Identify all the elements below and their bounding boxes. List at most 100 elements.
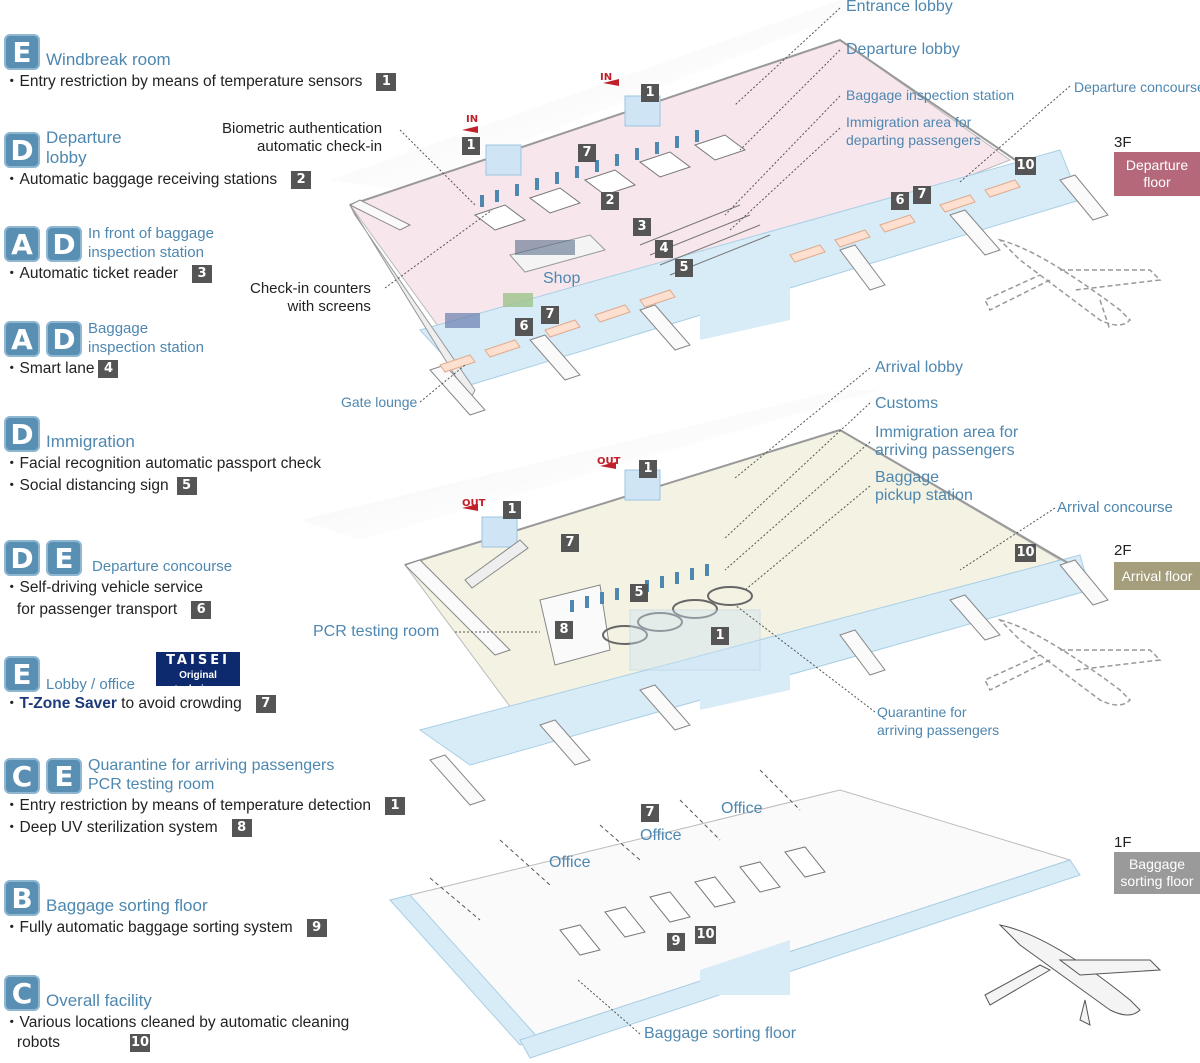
label-quarantine-arriving: Quarantine for arriving passengers — [877, 704, 1000, 738]
marker-1: 1 — [711, 627, 729, 645]
marker-7: 7 — [641, 804, 659, 822]
marker-10: 10 — [695, 926, 716, 944]
badge-e-icon: E — [4, 656, 40, 692]
badge-c-icon: C — [4, 975, 40, 1011]
label-arrival-concourse: Arrival concourse — [1057, 499, 1173, 516]
marker-10: 10 — [1015, 157, 1036, 175]
badge-a-icon: A — [4, 226, 40, 262]
marker-7: 7 — [578, 144, 596, 162]
marker-10: 10 — [1015, 544, 1036, 562]
legend-title: In front of baggage inspection station — [88, 225, 214, 261]
label-pcr-testing-room: PCR testing room — [313, 623, 440, 640]
label-entrance-lobby: Entrance lobby — [846, 0, 953, 15]
badge-e-icon: E — [46, 540, 82, 576]
legend-title: Departure concourse — [92, 558, 233, 575]
badge-d-icon: D — [4, 132, 40, 168]
legend-overall-facility: C Overall facility ・Various locations cle… — [4, 975, 349, 1053]
legend-item: ・Entry restriction by means of temperatu… — [4, 72, 397, 92]
marker-4: 4 — [655, 240, 673, 258]
marker-5: 5 — [675, 259, 693, 277]
badge-b-icon: B — [4, 880, 40, 916]
floor-name-arrival: Arrival floor — [1114, 562, 1200, 590]
label-out: OUT — [462, 498, 486, 509]
legend-immigration: D Immigration ・Facial recognition automat… — [4, 416, 321, 496]
callout-leader-lines — [384, 7, 1071, 1035]
badge-c-icon: C — [4, 758, 40, 794]
marker-6: 6 — [891, 192, 909, 210]
marker-1: 1 — [503, 501, 521, 519]
legend-item: ・Various locations cleaned by automatic … — [4, 1014, 350, 1031]
marker-6: 6 — [515, 318, 533, 336]
label-biometric-checkin: Biometric authentication automatic check… — [222, 120, 383, 155]
label-customs: Customs — [875, 395, 939, 412]
legend-title: Quarantine for arriving passengers PCR t… — [88, 757, 335, 793]
floor-name-baggage-sorting: Baggage sorting floor — [1114, 852, 1200, 894]
marker-7: 7 — [541, 306, 559, 324]
label-gate-lounge: Gate lounge — [341, 394, 418, 410]
legend-title: Overall facility — [46, 991, 152, 1010]
label-baggage-sorting-floor: Baggage sorting floor — [644, 1025, 797, 1042]
label-departure-lobby: Departure lobby — [846, 41, 960, 58]
legend-title: Immigration — [46, 432, 135, 451]
label-office: Office — [549, 854, 591, 871]
label-immigration-arriving: Immigration area for arriving passengers — [875, 424, 1019, 459]
label-immigration-departing: Immigration area for departing passenger… — [846, 114, 981, 148]
marker-9: 9 — [667, 933, 685, 951]
marker-5: 5 — [630, 584, 648, 602]
floor-name-departure: Departure floor — [1114, 152, 1200, 196]
label-departure-concourse: Departure concourse — [1074, 79, 1200, 95]
label-in: IN — [466, 114, 479, 125]
floor-3f — [330, 0, 1162, 416]
marker-1: 1 — [641, 84, 659, 102]
floor-level-2f: 2F — [1114, 542, 1132, 559]
label-baggage-inspection-station: Baggage inspection station — [846, 87, 1015, 103]
badge-d-icon: D — [4, 416, 40, 452]
legend-panel: E Windbreak room ・Entry restriction by me… — [0, 0, 406, 1063]
floor-1f — [389, 769, 1162, 1059]
badge-d-icon: D — [46, 321, 82, 357]
marker-2: 2 — [601, 192, 619, 210]
legend-item: ・Self-driving vehicle service — [4, 579, 204, 596]
legend-title: Windbreak room — [46, 50, 171, 69]
label-in: IN — [600, 72, 613, 83]
badge-e-icon: E — [4, 34, 40, 70]
marker-7: 7 — [561, 534, 579, 552]
legend-title: Departure lobby — [46, 128, 122, 167]
legend-title: Lobby / office — [46, 676, 135, 693]
label-arrival-lobby: Arrival lobby — [875, 359, 964, 376]
label-baggage-pickup: Baggage pickup station — [875, 469, 973, 504]
badge-d-icon: D — [4, 540, 40, 576]
airplane-icon — [983, 238, 1162, 331]
badge-e-icon: E — [46, 758, 82, 794]
airplane-icon — [983, 618, 1162, 706]
marker-8: 8 — [555, 621, 573, 639]
label-out: OUT — [597, 456, 621, 467]
label-shop: Shop — [543, 270, 581, 287]
label-checkin-counters: Check-in counters with screens — [250, 280, 371, 315]
marker-7: 7 — [913, 186, 931, 204]
marker-1: 1 — [462, 137, 480, 155]
badge-a-icon: A — [4, 321, 40, 357]
marker-3: 3 — [633, 218, 651, 236]
label-office: Office — [721, 800, 763, 817]
airplane-icon — [984, 924, 1162, 1026]
legend-item: ・Entry restriction by means of temperatu… — [4, 796, 406, 816]
floor-level-3f: 3F — [1114, 134, 1132, 151]
legend-item: ・Facial recognition automatic passport c… — [4, 455, 322, 472]
badge-d-icon: D — [46, 226, 82, 262]
